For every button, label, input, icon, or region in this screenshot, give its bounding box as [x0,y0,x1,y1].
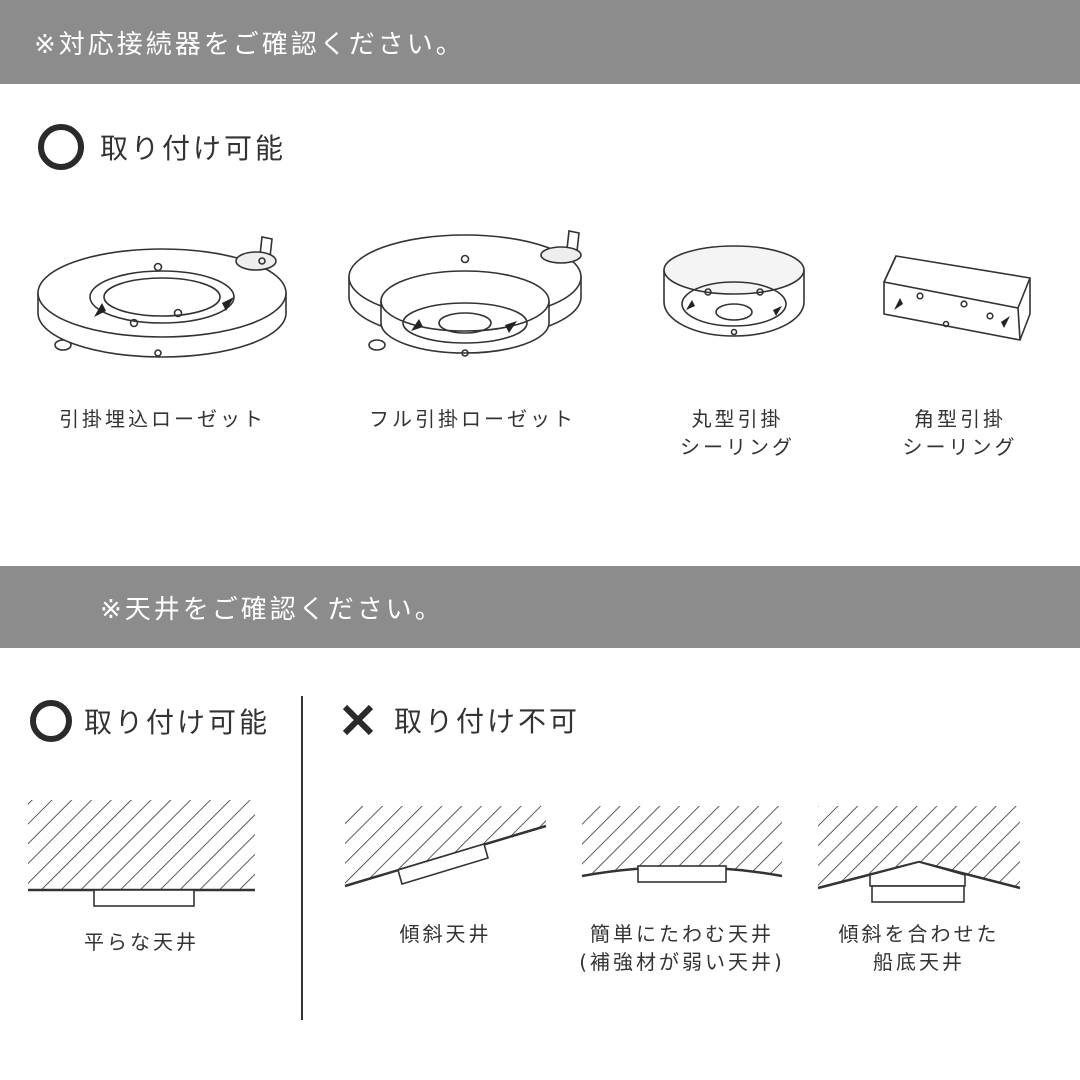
ceiling-ng-heading: 取り付け不可 [340,700,580,740]
circle-o-icon [38,124,84,170]
ceiling-ok-heading: 取り付け可能 [30,700,270,742]
ceiling-label-sloped: 傾斜天井 [399,922,492,946]
connector-ok-heading-text: 取り付け可能 [100,132,287,165]
connector-ok-heading: 取り付け可能 [38,124,286,170]
square-ceiling-illustration [883,255,1031,341]
connector-label-square-ceiling: 角型引掛 シーリング [902,407,1018,459]
ceiling-check-text: ※天井をご確認ください。 [100,594,444,625]
sloped-ceiling-drawing [344,806,547,888]
ceiling-ok-heading-text: 取り付け可能 [84,706,271,739]
ceiling-check-banner: ※天井をご確認ください。 [0,566,1080,648]
ceiling-label-sagging: 簡単にたわむ天井 (補強材が弱い天井) [579,922,785,974]
connector-label-round-ceiling: 丸型引掛 シーリング [680,407,795,459]
full-rosette-illustration [348,230,582,357]
section-divider [301,696,303,1020]
connector-label-embedded-rosette: 引掛埋込ローゼット [59,407,266,431]
sagging-ceiling-drawing [581,806,783,883]
x-mark-icon [342,704,374,736]
flat-ceiling-drawing [28,800,255,907]
connector-check-banner: ※対応接続器をご確認ください。 [0,0,1080,84]
connector-label-full-rosette: フル引掛ローゼット [369,407,576,431]
ceiling-label-flat: 平らな天井 [84,930,199,954]
round-ceiling-illustration [663,245,805,337]
boat-bottom-ceiling-drawing [817,806,1021,903]
embedded-rosette-illustration [37,236,287,358]
circle-o-icon [30,700,72,742]
ceiling-label-boat-bottom: 傾斜を合わせた 船底天井 [838,922,1000,974]
ceiling-ng-heading-text: 取り付け不可 [394,705,581,738]
connector-check-text: ※対応接続器をご確認ください。 [34,29,465,60]
